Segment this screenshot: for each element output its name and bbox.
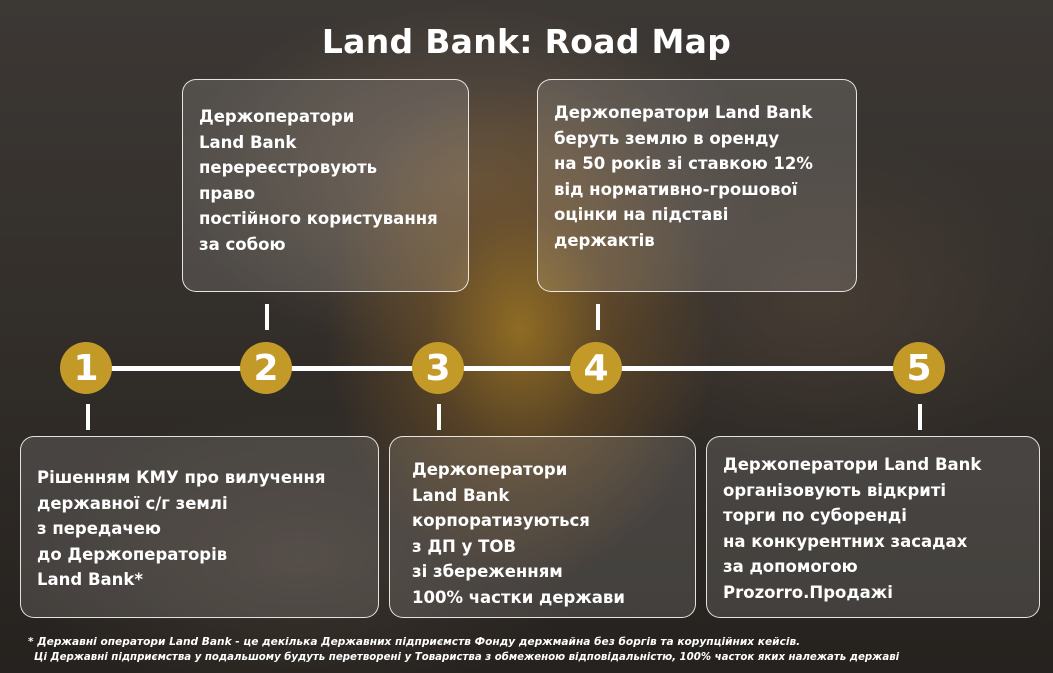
step-1-connector xyxy=(86,404,90,430)
step-5-text-line: Prozorro.Продажі xyxy=(723,582,893,602)
footnote-line-2: Ці Державні підприємства у подальшому бу… xyxy=(34,652,900,663)
step-3-number-badge: 3 xyxy=(412,342,464,394)
page-title: Land Bank: Road Map xyxy=(321,22,732,61)
step-4-text-line: беруть землю в оренду xyxy=(554,128,780,148)
step-4-number-badge: 4 xyxy=(570,342,622,394)
step-1-text-line: Рішенням КМУ про вилучення xyxy=(37,468,326,487)
step-2-text-line: право xyxy=(199,183,256,203)
step-5-connector xyxy=(918,404,922,430)
step-5-text-line: на конкурентних засадах xyxy=(723,531,968,551)
step-4-text-line: оцінки на підставі xyxy=(554,205,729,225)
step-5-card: Держоператори Land Bank організовують ві… xyxy=(706,436,1040,618)
step-4-text-line: держактів xyxy=(554,230,655,250)
step-2-text-line: перереєстровують xyxy=(199,158,378,178)
step-5-text-line: організовують відкриті xyxy=(723,480,947,500)
step-3-connector xyxy=(437,404,441,430)
step-3-card: Держоператори Land Bank корпоратизуються… xyxy=(389,436,696,618)
step-1-card: Рішенням КМУ про вилучення державної с/г… xyxy=(20,436,379,618)
step-1-text-line: державної с/г землі xyxy=(37,493,228,513)
step-1-number-badge: 1 xyxy=(60,342,112,394)
step-2-text-line: постійного користування xyxy=(199,209,438,229)
step-3-text-line: Держоператори xyxy=(412,460,568,479)
step-4-text-line: на 50 років зі ставкою 12% xyxy=(554,154,813,174)
step-1-text-line: Land Bank* xyxy=(37,570,144,590)
step-2-connector xyxy=(265,304,269,330)
step-2-text-line: Держоператори xyxy=(199,107,355,126)
step-5-number-badge: 5 xyxy=(893,342,945,394)
step-2-text-line: Land Bank xyxy=(199,132,297,152)
step-4-text-line: від нормативно-грошової xyxy=(554,179,798,199)
timeline-line xyxy=(85,366,920,371)
step-3-text-line: 100% частки держави xyxy=(412,587,625,607)
step-4-connector xyxy=(596,304,600,330)
step-3-text-line: з ДП у ТОВ xyxy=(412,536,516,556)
step-2-card: Держоператори Land Bank перереєстровують… xyxy=(182,79,469,292)
step-1-text-line: з передачею xyxy=(37,519,161,539)
step-2-text-line: за собою xyxy=(199,234,286,254)
step-3-text-line: корпоратизуються xyxy=(412,511,590,531)
footnote-line-1: * Державні оператори Land Bank - це декі… xyxy=(28,636,801,648)
step-5-text-line: торги по суборенді xyxy=(723,506,907,526)
step-1-text-line: до Держоператорів xyxy=(37,544,228,564)
step-3-text-line: Land Bank xyxy=(412,485,510,505)
step-2-number-badge: 2 xyxy=(240,342,292,394)
step-4-card: Держоператори Land Bank беруть землю в о… xyxy=(537,79,857,292)
step-4-text-line: Держоператори Land Bank xyxy=(554,103,813,122)
step-5-text-line: за допомогою xyxy=(723,557,858,577)
step-3-text-line: зі збереженням xyxy=(412,562,563,582)
step-5-text-line: Держоператори Land Bank xyxy=(723,455,982,474)
